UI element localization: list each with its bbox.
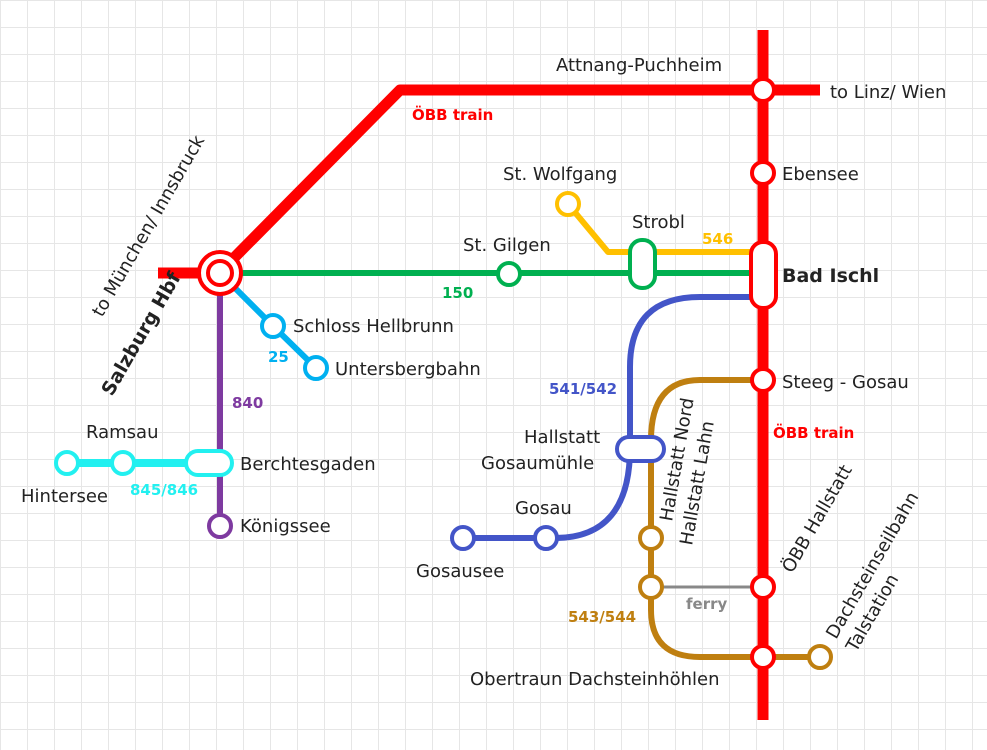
station-bad-ischl[interactable]: [749, 240, 778, 310]
label-strobl: Strobl: [632, 212, 685, 233]
tag-541: 541/542: [549, 380, 617, 398]
station-koenigssee[interactable]: [207, 513, 233, 539]
label-berchtesgaden: Berchtesgaden: [240, 454, 376, 475]
label-gosau: Gosau: [515, 498, 572, 519]
label-ebensee: Ebensee: [782, 164, 859, 185]
oebb-rail-line: [158, 30, 820, 720]
label-hallstatt-oebb: ÖBB Hallstatt: [777, 461, 856, 577]
label-steeg: Steeg - Gosau: [782, 372, 909, 393]
tag-oebb-top: ÖBB train: [412, 105, 493, 124]
station-st-wolfgang[interactable]: [555, 191, 581, 217]
station-ramsau[interactable]: [110, 450, 136, 476]
label-ramsau: Ramsau: [86, 422, 159, 443]
station-hallstatt-lahn[interactable]: [638, 525, 664, 551]
label-linz: to Linz/ Wien: [830, 82, 946, 103]
tag-840: 840: [232, 394, 263, 412]
label-bad-ischl: Bad Ischl: [782, 265, 879, 287]
label-koenigssee: Königssee: [240, 516, 331, 537]
label-untersberg: Untersbergbahn: [335, 359, 481, 380]
label-attnang: Attnang-Puchheim: [556, 55, 722, 76]
label-st-wolfgang: St. Wolfgang: [503, 164, 617, 185]
label-st-gilgen: St. Gilgen: [463, 235, 551, 256]
tag-25: 25: [268, 348, 289, 366]
station-gosausee[interactable]: [450, 525, 476, 551]
tag-150: 150: [442, 284, 473, 302]
station-ebensee[interactable]: [750, 160, 776, 186]
station-gosaumuehle[interactable]: [615, 435, 666, 463]
station-steeg[interactable]: [750, 367, 776, 393]
station-hallstatt-oebb[interactable]: [750, 574, 776, 600]
station-gosau[interactable]: [533, 525, 559, 551]
bus-line-541-542: [463, 294, 763, 541]
tag-546: 546: [702, 230, 733, 248]
station-attnang[interactable]: [750, 77, 776, 103]
label-hallstatt-gm-1: Hallstatt: [524, 427, 600, 448]
station-hallstatt-nord[interactable]: [638, 574, 664, 600]
station-untersberg[interactable]: [303, 355, 329, 381]
station-hellbrunn[interactable]: [260, 313, 286, 339]
label-hintersee: Hintersee: [21, 486, 108, 507]
station-dachsteinseilbahn[interactable]: [807, 644, 833, 670]
station-obertraun[interactable]: [750, 644, 776, 670]
label-gosausee: Gosausee: [416, 561, 504, 582]
tag-845: 845/846: [130, 481, 198, 499]
label-obertraun: Obertraun Dachsteinhöhlen: [470, 669, 720, 690]
bus-line-546: [565, 202, 763, 255]
label-munich: to München/ Innsbruck: [88, 131, 209, 320]
oebb-rail-salzburg-attnang: [216, 84, 820, 276]
label-hallstatt-gm-2: Gosaumühle: [481, 453, 594, 474]
station-berchtesgaden[interactable]: [184, 449, 234, 477]
tag-oebb-right: ÖBB train: [773, 423, 854, 442]
station-salzburg-inner: [206, 259, 234, 287]
label-hellbrunn: Schloss Hellbrunn: [293, 316, 454, 337]
station-hintersee[interactable]: [54, 450, 80, 476]
tag-ferry: ferry: [686, 595, 727, 613]
station-strobl[interactable]: [628, 238, 657, 290]
station-st-gilgen[interactable]: [496, 261, 522, 287]
tag-543: 543/544: [568, 608, 636, 626]
